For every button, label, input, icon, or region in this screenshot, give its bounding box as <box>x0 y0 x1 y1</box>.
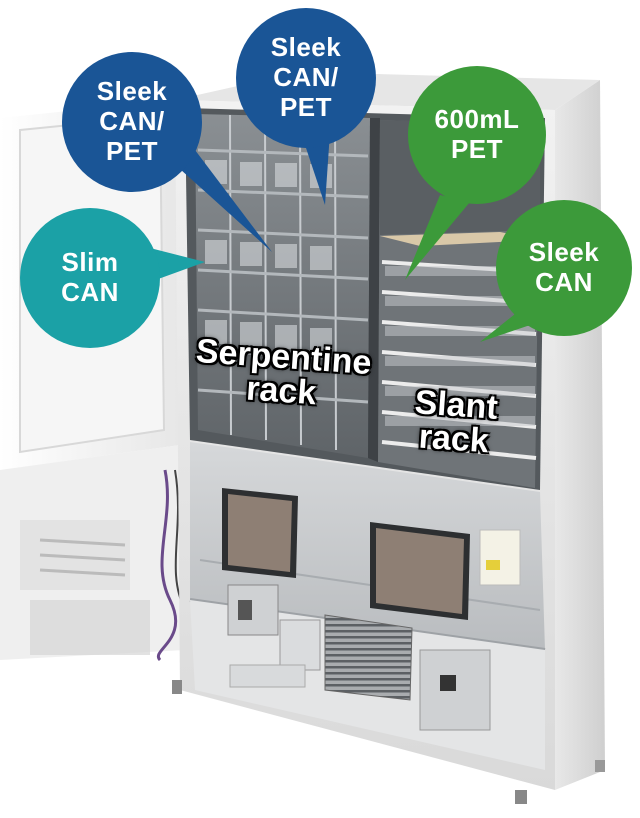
rack-label-line: rack <box>417 417 491 461</box>
bubble-line: CAN/ <box>99 106 165 137</box>
bubble-line: Sleek <box>96 76 168 107</box>
tail-sleek-can-pet-top <box>300 130 330 205</box>
bubble-line: PET <box>279 91 333 122</box>
bubble-sleek-can-pet-top: Sleek CAN/ PET <box>236 8 376 148</box>
bubble-line: CAN <box>535 267 593 297</box>
bubble-line: Sleek <box>270 32 342 63</box>
bubble-line: PET <box>450 134 504 164</box>
bubble-line: PET <box>105 135 159 166</box>
rack-label-line: rack <box>245 369 318 413</box>
bubble-line: 600mL <box>434 104 520 135</box>
slant-rack-label: Slant rack <box>388 383 522 461</box>
tail-600ml-pet <box>405 195 470 280</box>
tail-sleek-can-pet-left <box>170 150 272 252</box>
bubble-sleek-can-pet-left: Sleek CAN/ PET <box>62 52 202 192</box>
bubble-slim-can: Slim CAN <box>20 208 160 348</box>
tail-slim-can <box>150 248 205 282</box>
bubble-sleek-can-right: Sleek CAN <box>496 200 632 336</box>
bubble-600ml-pet: 600mL PET <box>408 66 546 204</box>
bubble-line: CAN <box>61 277 119 307</box>
bubble-line: Sleek <box>528 237 600 268</box>
bubble-line: CAN/ <box>273 62 339 93</box>
bubble-line: Slim <box>61 247 119 278</box>
